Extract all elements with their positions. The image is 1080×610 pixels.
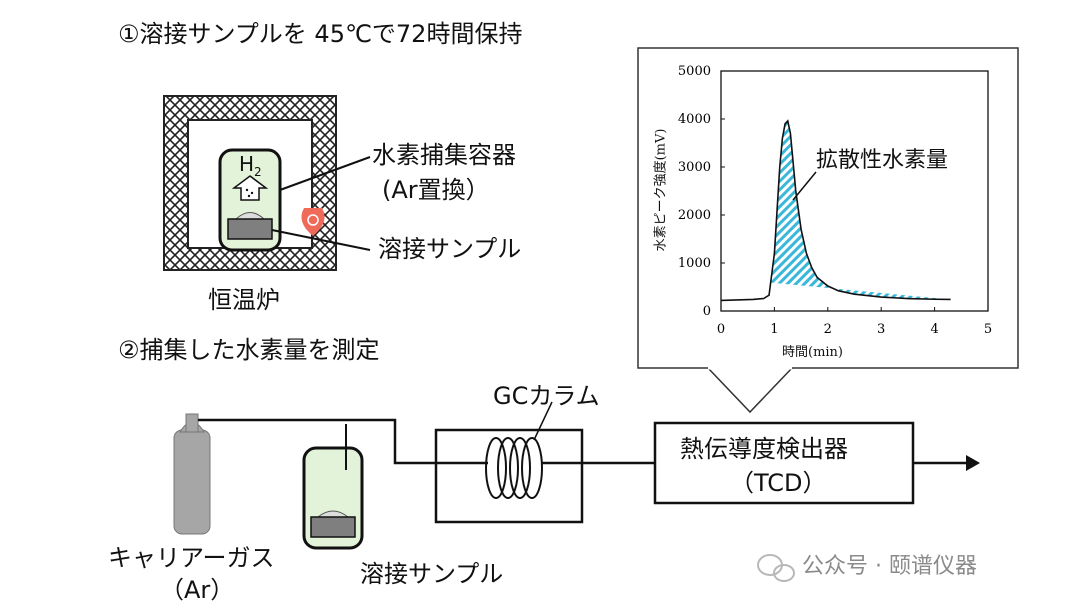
y-tick-label: 5000 [678,64,711,79]
y-tick-label: 4000 [678,112,711,127]
container-label: 水素捕集容器 [372,141,516,169]
tcd-detector [653,421,915,505]
sample-label: 溶接サンプル [378,235,522,263]
y-tick-label: 3000 [678,160,711,175]
x-tick-label: 5 [984,322,992,337]
step2-title: ②捕集した水素量を測定 [118,336,380,364]
gc-column [434,401,584,524]
container-label-sub: (Ar置換） [382,176,490,204]
h2-label: H2 [239,152,262,179]
series-line [720,119,951,302]
annotation-leader-line [792,171,817,201]
gas-line-inlet [198,418,436,465]
detector-label-sub: （TCD） [730,469,827,497]
chart-callout [637,47,1019,414]
chart-plot-area [720,70,989,312]
carrier-gas-label: キャリアーガス [108,544,275,572]
detector-label: 熱伝導度検出器 [680,435,848,463]
sample-leader-line [271,229,371,251]
step1-title: ①溶接サンプルを 45℃で72時間保持 [118,20,523,48]
wechat-icon [757,554,795,582]
carrier-gas-label-sub: （Ar） [160,576,235,604]
red-badge-icon [301,208,325,236]
outlet-arrow [913,455,980,471]
watermark: 公众号 · 颐谱仪器 [802,554,977,579]
carrier-gas-cylinder [173,413,211,535]
chart-y-axis-label: 水素ピーク強度(mV) [653,128,669,252]
diffusible-hydrogen-area [770,120,951,300]
upward-arrow-icon [231,175,269,201]
sample-vial [302,424,364,550]
y-tick-label: 0 [703,304,711,319]
x-tick-label: 0 [717,322,725,337]
hydrogen-trap-container [218,148,282,252]
y-tick-label: 1000 [678,256,711,271]
weld-sample-block [227,218,273,240]
chart-annotation: 拡散性水素量 [816,148,949,173]
x-tick-label: 3 [877,322,885,337]
chart-x-axis-label: 時間(min) [782,345,844,360]
sample2-label: 溶接サンプル [360,560,504,588]
gc-column-label: GCカラム [493,382,600,410]
y-tick-label: 2000 [678,208,711,223]
x-tick-label: 4 [930,322,938,337]
chart: 0 1 2 3 4 5 0 1000 2000 3000 4000 5000 [678,64,992,337]
furnace-label: 恒温炉 [208,286,280,314]
x-tick-label: 2 [824,322,832,337]
x-tick-label: 1 [770,322,778,337]
container-leader-line [279,156,371,191]
